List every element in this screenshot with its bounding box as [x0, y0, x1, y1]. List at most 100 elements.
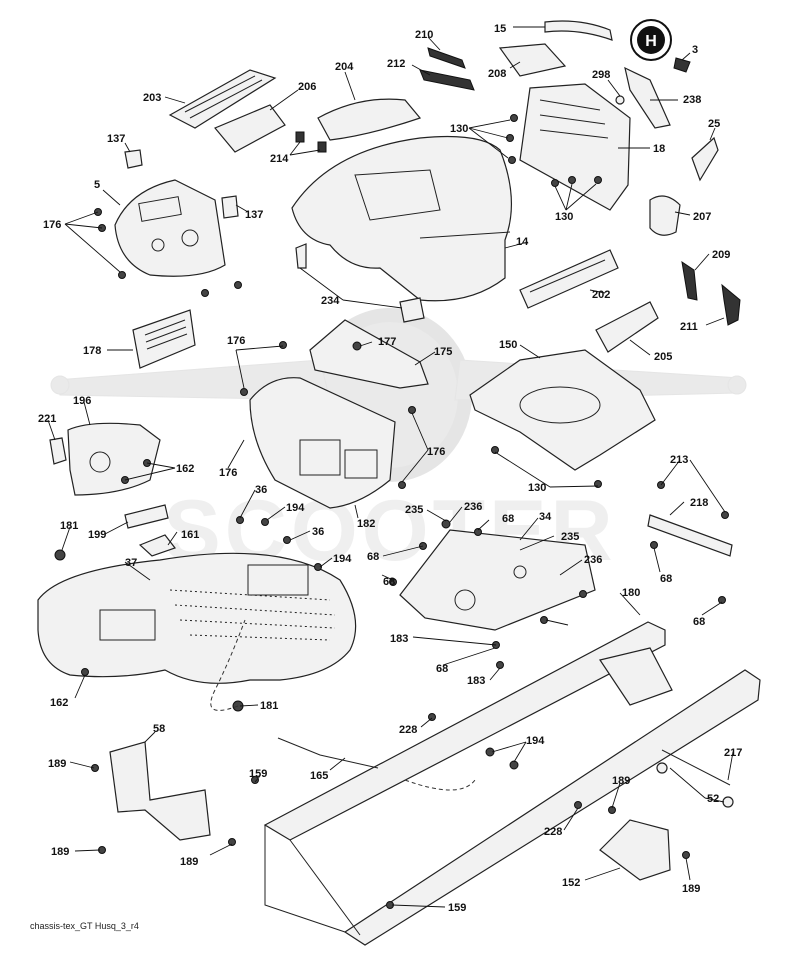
- callout-181-top: 181: [60, 520, 78, 532]
- callout-189-right-top: 189: [612, 775, 630, 787]
- part-52-nut: [656, 762, 668, 774]
- part-199-bracket: [124, 504, 169, 529]
- part-204-hood-insert: [317, 98, 422, 141]
- callout-212: 212: [387, 58, 405, 70]
- callout-68-plate-mid: 68: [383, 576, 395, 588]
- part-137-switch: [124, 149, 143, 169]
- callout-236-mid: 236: [584, 554, 602, 566]
- callout-183-bottom: 183: [467, 675, 485, 687]
- callout-189-left-bottom: 189: [51, 846, 69, 858]
- callout-194-mid: 194: [333, 553, 352, 565]
- part-178-vent: [132, 309, 196, 369]
- callout-68-plate-bottom: 68: [436, 663, 448, 675]
- callout-52: 52: [707, 793, 719, 805]
- callout-15: 15: [494, 23, 506, 35]
- part-221-clip: [49, 437, 67, 465]
- part-234-decal: [399, 297, 425, 323]
- part-chassis-bracket: [599, 647, 673, 706]
- callout-36-top: 36: [255, 484, 267, 496]
- part-18-grille-assembly: [519, 83, 631, 211]
- callout-181-bottom: 181: [260, 700, 278, 712]
- callout-176-dash: 176: [43, 219, 61, 231]
- part-15-trim: [544, 20, 613, 41]
- parts: H: [37, 19, 761, 946]
- callout-68-plate-left: 68: [367, 551, 379, 563]
- callout-199: 199: [88, 529, 106, 541]
- part-175-bracket: [309, 319, 429, 389]
- callout-130-footrest: 130: [528, 482, 546, 494]
- callout-25: 25: [708, 118, 720, 130]
- part-210-vent: [427, 47, 466, 69]
- callout-34: 34: [539, 511, 552, 523]
- part-218-bracket: [647, 514, 733, 557]
- leader-lines: [47, 26, 734, 908]
- part-209-brush: [681, 260, 698, 301]
- part-298-clip: [615, 95, 625, 105]
- callout-218: 218: [690, 497, 708, 509]
- callout-14: 14: [516, 236, 529, 248]
- diagram-caption: chassis-tex_GT Husq_3_r4: [30, 921, 139, 931]
- callout-236-top: 236: [464, 501, 482, 513]
- callout-130-grille: 130: [555, 211, 573, 223]
- callout-203: 203: [143, 92, 161, 104]
- callout-183-left: 183: [390, 633, 408, 645]
- callout-161: 161: [181, 529, 199, 541]
- callout-150: 150: [499, 339, 517, 351]
- logo-letter: H: [645, 33, 657, 50]
- callout-221: 221: [38, 413, 56, 425]
- part-182-console: [249, 377, 396, 509]
- callout-176-console-right: 176: [427, 446, 445, 458]
- callout-214: 214: [270, 153, 289, 165]
- part-205-cover: [595, 301, 659, 353]
- part-150-footrest: [469, 349, 656, 471]
- callout-5: 5: [94, 179, 100, 191]
- part-212-vent: [419, 69, 475, 91]
- callout-labels: 15 210 3 212 208 204 206 298 203 238 130…: [38, 23, 742, 914]
- callout-176-mid: 176: [227, 335, 245, 347]
- callout-137-side: 137: [245, 209, 263, 221]
- callout-205: 205: [654, 351, 672, 363]
- callout-165: 165: [310, 770, 328, 782]
- part-234-clip: [295, 243, 307, 269]
- callout-204: 204: [335, 61, 354, 73]
- part-207-light: [649, 195, 681, 236]
- part-214-clips: [295, 131, 305, 143]
- callout-235-mid: 235: [561, 531, 579, 543]
- callout-68-plate-top: 68: [502, 513, 514, 525]
- callout-162-top: 162: [176, 463, 194, 475]
- callout-196: 196: [73, 395, 91, 407]
- callout-180: 180: [622, 587, 640, 599]
- callout-234: 234: [321, 295, 340, 307]
- part-211-brush: [721, 283, 741, 326]
- part-217-rod: [661, 749, 731, 786]
- callout-209: 209: [712, 249, 730, 261]
- callout-18: 18: [653, 143, 665, 155]
- callout-177: 177: [378, 336, 396, 348]
- part-206-bracket: [214, 104, 286, 153]
- callout-238: 238: [683, 94, 701, 106]
- callout-298: 298: [592, 69, 610, 81]
- callout-58: 58: [153, 723, 165, 735]
- part-208-plate: [498, 43, 567, 77]
- part-238-side-panel: [624, 66, 671, 129]
- logo-badge: H: [630, 19, 672, 61]
- callout-178: 178: [83, 345, 101, 357]
- callout-159-top: 159: [249, 768, 267, 780]
- callout-37: 37: [125, 557, 137, 569]
- part-58-bracket: [109, 741, 211, 841]
- callout-189-right-bottom: 189: [682, 883, 700, 895]
- part-14-hood: [291, 135, 512, 302]
- callout-36-mid: 36: [312, 526, 324, 538]
- part-37-fender: [37, 552, 357, 684]
- callout-189-left-top: 189: [48, 758, 66, 770]
- part-161-handle: [138, 534, 176, 557]
- part-25-clip: [691, 136, 719, 182]
- callout-213: 213: [670, 454, 688, 466]
- callout-130-top: 130: [450, 123, 468, 135]
- part-203-grille-strip: [168, 69, 277, 129]
- callout-175: 175: [434, 346, 452, 358]
- callout-194-top: 194: [286, 502, 305, 514]
- callout-208: 208: [488, 68, 506, 80]
- callout-182: 182: [357, 518, 375, 530]
